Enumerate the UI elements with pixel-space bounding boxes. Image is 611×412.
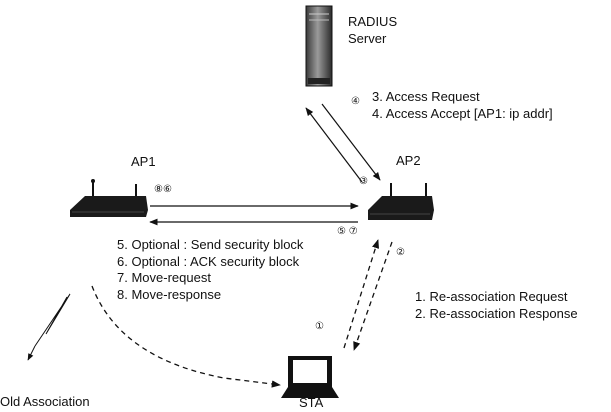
roaming-path-arrow — [91, 285, 281, 388]
radius-messages: 3. Access Request 4. Access Accept [AP1:… — [372, 89, 553, 122]
ap-message-8: 8. Move-response — [117, 286, 222, 302]
radius-server-label-line1: RADIUS — [348, 14, 398, 29]
marker-step-2: ② — [396, 247, 405, 258]
ap-message-7: 7. Move-request — [117, 270, 211, 285]
sta-laptop-icon — [281, 356, 339, 398]
sta-message-1: 1. Re-association Request — [415, 289, 568, 304]
arrow-ap2-to-sta — [353, 241, 393, 351]
arrow-sta-to-ap2 — [343, 239, 380, 349]
radius-message-4: 4. Access Accept [AP1: ip addr] — [372, 105, 553, 121]
sta-label: STA — [299, 395, 324, 410]
radius-server-icon — [305, 5, 333, 87]
ap2-router-icon — [368, 183, 434, 220]
old-association-zigzag — [34, 293, 71, 347]
arrow-radius-to-ap2 — [321, 103, 381, 181]
ap-message-6: 6. Optional : ACK security block — [117, 253, 300, 269]
marker-step-1: ① — [315, 321, 324, 332]
old-association-label: Old Association — [0, 394, 90, 409]
radius-server-label: RADIUS — [348, 14, 397, 30]
old-association-arrow — [27, 345, 36, 361]
arrow-ap2-to-radius — [305, 107, 363, 183]
radius-message-3: 3. Access Request — [372, 89, 480, 104]
sta-messages: 1. Re-association Request 2. Re-associat… — [415, 289, 578, 322]
radius-server-label-2: Server — [348, 31, 386, 47]
ap1-router-icon — [70, 179, 148, 217]
ap2-label: AP2 — [396, 153, 421, 168]
ap-message-5: 5. Optional : Send security block — [117, 237, 304, 252]
sta-message-2: 2. Re-association Response — [415, 305, 578, 321]
marker-step-4: ④ — [351, 96, 360, 107]
marker-step-3: ③ — [359, 176, 368, 187]
radius-server-label-line2: Server — [348, 31, 387, 46]
marker-step-8-6: ⑧⑥ — [154, 184, 172, 195]
marker-step-5-7: ⑤ ⑦ — [337, 226, 358, 237]
ap-messages: 5. Optional : Send security block 6. Opt… — [117, 237, 303, 303]
ap1-label: AP1 — [131, 154, 156, 169]
